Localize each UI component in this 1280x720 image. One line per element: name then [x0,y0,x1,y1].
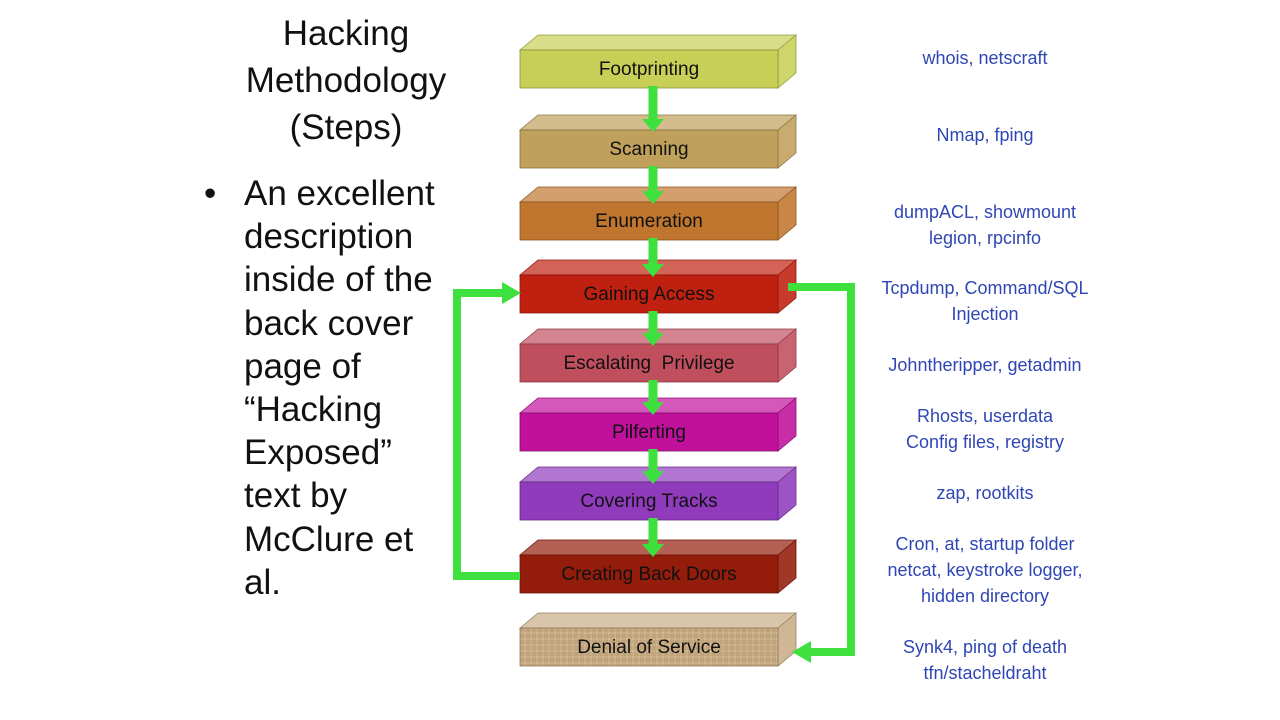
tool-line: Config files, registry [905,432,1065,452]
step-label: Covering Tracks [580,491,717,512]
box-front-face [519,481,779,521]
tools-escalating-privilege: Johntheripper, getadmin [855,352,1115,378]
down-arrow [642,518,664,557]
title-line: Hacking [282,14,410,53]
box-front-face [519,129,779,169]
bullet-line: text by [244,476,348,516]
tools-covering-tracks: zap, rootkits [855,480,1115,506]
step-label: Creating Back Doors [561,564,736,585]
tool-line: Nmap, fping [936,125,1034,145]
step-footprinting [518,34,798,89]
step-label: Scanning [609,139,688,160]
tool-line: whois, netscraft [922,48,1048,68]
step-label: Footprinting [599,59,699,80]
title-line: Methodology [245,61,447,100]
down-arrow [642,86,664,132]
bullet-line: description [244,217,414,257]
step-label: Enumeration [595,211,703,232]
tool-line: tfn/stacheldraht [923,663,1047,683]
down-arrow [642,380,664,415]
bullet-line: back cover [244,303,414,343]
bullet-line: McClure et [244,519,414,559]
down-arrow [642,238,664,277]
down-arrow [642,166,664,204]
step-label: Pilferting [612,422,686,443]
down-arrow [642,311,664,346]
step-covering-tracks [518,466,798,521]
tools-footprinting: whois, netscraft [855,45,1115,71]
step-denial-of-service [518,612,798,667]
slide-title: Hacking Methodology (Steps) [232,10,460,151]
flow-arrows [453,86,855,663]
box-front-face [519,343,779,383]
tool-line: Injection [951,304,1019,324]
tool-line: dumpACL, showmount [893,202,1077,222]
step-label: Escalating Privilege [563,353,734,374]
tool-line: zap, rootkits [936,483,1034,503]
tool-line: Synk4, ping of death [902,637,1068,657]
bullet-line: “Hacking [244,390,383,430]
bullet-line: al. [244,562,281,602]
box-front-face [519,627,779,667]
tool-line: legion, rpcinfo [928,228,1042,248]
tools-enumeration: dumpACL, showmount legion, rpcinfo [855,199,1115,251]
box-front-face [519,49,779,89]
box-top-face [518,34,798,51]
step-escalating-privilege [518,328,798,383]
tool-line: hidden directory [920,586,1050,606]
title-line: (Steps) [289,108,403,147]
tool-line: Johntheripper, getadmin [888,355,1082,375]
tools-gaining-access: Tcpdump, Command/SQL Injection [855,275,1115,327]
bullet-line: inside of the [244,260,433,300]
tools-creating-back-doors: Cron, at, startup folder netcat, keystrok… [855,531,1115,609]
loop-back-arrow [453,282,521,580]
bullet-line: An excellent [244,174,435,213]
box-front-face [519,554,779,594]
step-pilferting [518,397,798,452]
step-label: Gaining Access [584,284,715,305]
down-arrow [642,449,664,484]
tools-denial-of-service: Synk4, ping of death tfn/stacheldraht [855,634,1115,686]
box-top-face [518,612,798,629]
step-label: Denial of Service [577,637,721,658]
box-front-face [519,412,779,452]
tool-line: Cron, at, startup folder [895,534,1075,554]
box-front-face [519,201,779,241]
box-front-face [519,274,779,314]
tool-line: Tcpdump, Command/SQL [881,278,1089,298]
dos-arrow [788,283,855,663]
bullet-line: Exposed” [244,433,392,473]
bullet-text: An excellent description inside of the b… [244,172,454,604]
tool-line: netcat, keystroke logger, [887,560,1083,580]
bullet-marker: • [204,174,217,213]
bullet-line: page of [244,346,361,386]
tool-line: Rhosts, userdata [916,406,1054,426]
tools-scanning: Nmap, fping [855,122,1115,148]
